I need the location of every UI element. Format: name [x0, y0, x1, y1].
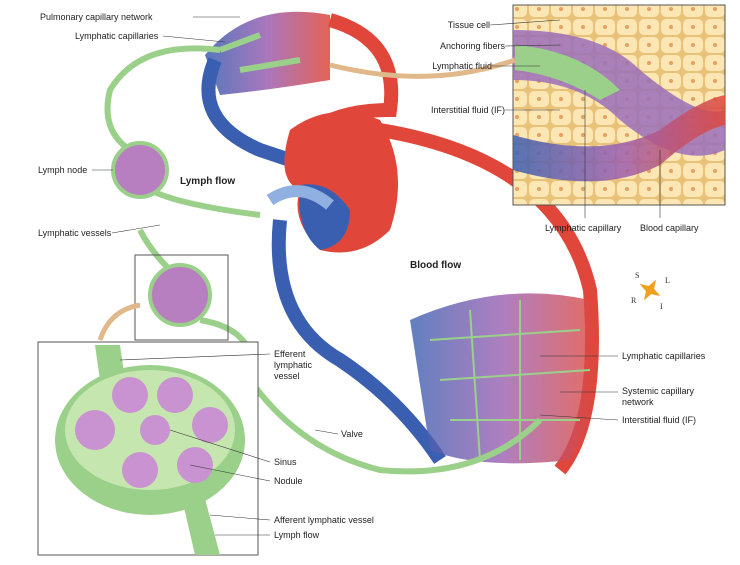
label-efferent-1: Efferent [274, 349, 306, 359]
label-interstitial-fluid-systemic: Interstitial fluid (IF) [622, 415, 697, 425]
label-lymph-node: Lymph node [38, 165, 88, 175]
systemic-capillary-network [410, 293, 597, 464]
lymph-node-small [148, 263, 212, 327]
compass-r: R [631, 296, 637, 305]
label-lymph-flow-inset: Lymph flow [274, 530, 320, 540]
compass-l: L [665, 276, 670, 285]
pulmonary-vein-loop [201, 57, 323, 177]
heart-right-side [299, 184, 350, 250]
label-nodule: Nodule [274, 476, 303, 486]
label-systemic-capillary-2: network [622, 397, 654, 407]
label-lymphatic-capillaries-systemic: Lymphatic capillaries [622, 351, 706, 361]
label-lymphatic-capillary: Lymphatic capillary [545, 223, 622, 233]
pulmonary-capillary-network [205, 11, 330, 95]
systemic-vein [271, 219, 446, 464]
label-lymph-flow: Lymph flow [180, 176, 236, 187]
compass-icon [639, 279, 661, 301]
label-efferent-2: lymphatic [274, 360, 313, 370]
label-sinus: Sinus [274, 457, 297, 467]
label-lymphatic-vessels: Lymphatic vessels [38, 228, 112, 238]
label-tissue-cell: Tissue cell [447, 20, 490, 30]
label-valve: Valve [341, 429, 363, 439]
label-interstitial-fluid: Interstitial fluid (IF) [430, 105, 505, 115]
label-lymphatic-fluid: Lymphatic fluid [432, 61, 492, 71]
label-efferent-3: vessel [274, 371, 300, 381]
label-pulmonary-capillary-network: Pulmonary capillary network [40, 12, 153, 22]
label-systemic-capillary-1: Systemic capillary [622, 386, 695, 396]
label-blood-capillary: Blood capillary [640, 223, 699, 233]
lymph-node [111, 141, 169, 199]
label-blood-flow: Blood flow [410, 260, 462, 271]
compass-i: I [660, 302, 663, 311]
label-anchoring-fibers: Anchoring fibers [439, 41, 505, 51]
label-afferent: Afferent lymphatic vessel [274, 515, 374, 525]
label-lymphatic-capillaries-top: Lymphatic capillaries [75, 31, 159, 41]
compass-s: S [635, 271, 640, 280]
